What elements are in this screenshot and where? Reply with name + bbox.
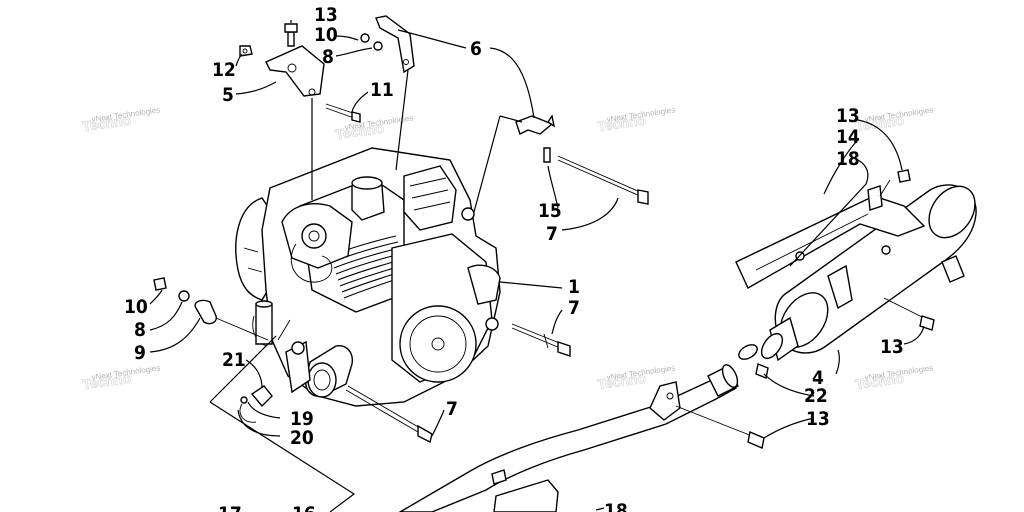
callout-14: 14 xyxy=(836,126,860,148)
callout-19: 19 xyxy=(290,408,314,430)
callout-7: 7 xyxy=(446,398,458,420)
callout-4: 4 xyxy=(812,367,824,389)
callout-7: 7 xyxy=(546,223,558,245)
callout-13: 13 xyxy=(806,408,830,430)
callout-22: 22 xyxy=(804,385,828,407)
callout-5: 5 xyxy=(222,84,234,106)
svg-text:Techno: Techno xyxy=(596,370,647,393)
callout-15: 15 xyxy=(538,200,562,222)
callout-10: 10 xyxy=(314,24,338,46)
muffler-icon xyxy=(760,184,977,362)
callout-9: 9 xyxy=(134,342,146,364)
svg-text:Techno: Techno xyxy=(854,370,905,393)
callout-11: 11 xyxy=(370,79,394,101)
oil-filter-icon xyxy=(305,345,353,398)
callout-12: 12 xyxy=(212,59,236,81)
sensor-hardware-icon xyxy=(239,385,273,423)
spacer-hardware-icon xyxy=(153,277,269,341)
svg-text:Techno: Techno xyxy=(854,112,905,135)
callout-1: 1 xyxy=(568,276,580,298)
upper-mount-bracket-icon xyxy=(360,15,415,74)
callout-8: 8 xyxy=(134,319,146,341)
callout-13: 13 xyxy=(880,336,904,358)
callout-10: 10 xyxy=(124,296,148,318)
callout-20: 20 xyxy=(290,427,314,449)
bolt-icon xyxy=(325,103,361,123)
callout-17: 17 xyxy=(218,503,242,512)
callout-18: 18 xyxy=(836,148,860,170)
callout-13: 13 xyxy=(314,4,338,26)
svg-text:Techno: Techno xyxy=(81,370,132,393)
svg-text:Techno: Techno xyxy=(81,112,132,135)
exhaust-pipe-icon xyxy=(398,344,769,512)
front-mount-bracket-icon xyxy=(515,114,649,205)
callout-7: 7 xyxy=(568,297,580,319)
bolt-icon xyxy=(345,385,433,444)
callout-labels: 13 10 8 6 12 5 11 13 14 18 15 7 1 7 10 8… xyxy=(124,4,904,512)
callout-13: 13 xyxy=(836,105,860,127)
svg-text:Techno: Techno xyxy=(596,112,647,135)
callout-16: 16 xyxy=(292,503,316,512)
engine-assembly-icon xyxy=(235,147,501,407)
callout-6: 6 xyxy=(470,38,482,60)
bolt-icon xyxy=(511,323,571,357)
callout-21: 21 xyxy=(222,349,246,371)
svg-text:Techno: Techno xyxy=(334,120,385,143)
leader-lines xyxy=(149,20,925,512)
bolt-icon xyxy=(675,405,765,449)
callout-18: 18 xyxy=(604,500,628,512)
engine-mount-bracket-icon xyxy=(239,23,325,97)
callout-8: 8 xyxy=(322,46,334,68)
